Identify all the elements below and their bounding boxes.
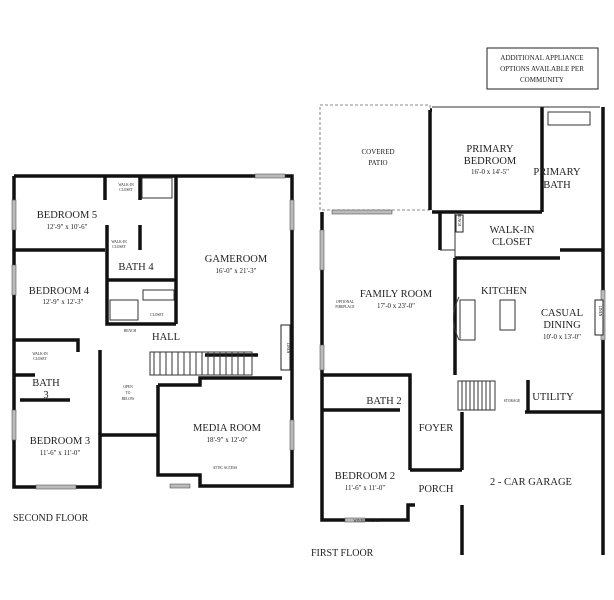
room-label-foyer: FOYER bbox=[419, 423, 453, 434]
room-label-patio: COVERED bbox=[361, 148, 394, 156]
room-label-bedroom5: BEDROOM 5 bbox=[37, 210, 97, 221]
room-label-garage: 2 - CAR GARAGE bbox=[490, 477, 572, 488]
room-dims-bedroom3: 11'-6" x 11'-0" bbox=[40, 449, 81, 457]
room-dims-primary-bedroom: 16'-0 x 14'-5" bbox=[471, 168, 509, 176]
first-floor-title: FIRST FLOOR bbox=[311, 548, 374, 559]
room-label-porch: PORCH bbox=[418, 484, 453, 495]
walkin-label: CLOSET bbox=[112, 245, 126, 249]
storage-label: STORAGE bbox=[504, 399, 521, 403]
room-label-primary-bath: PRIMARY bbox=[533, 167, 581, 178]
room-label-primary-bath: BATH bbox=[543, 180, 571, 191]
room-dims-dining: 10'-0 x 13'-0" bbox=[543, 333, 581, 341]
second-floor-labels: BEDROOM 5 12'-9" x 10'-6" BEDROOM 4 12'-… bbox=[13, 183, 290, 524]
linen-closet bbox=[280, 324, 291, 371]
linen-label: LINEN bbox=[598, 306, 602, 317]
room-label-kitchen: KITCHEN bbox=[481, 286, 527, 297]
walkin-label: CLOSET bbox=[119, 188, 133, 192]
room-label-walkin: WALK-IN bbox=[490, 225, 535, 236]
room-label-family: FAMILY ROOM bbox=[360, 289, 433, 300]
room-label-patio: PATIO bbox=[368, 159, 387, 167]
second-floor-plan bbox=[11, 173, 295, 490]
fireplace-label: OPTIONAL bbox=[336, 300, 354, 304]
appliance-note: ADDITIONAL APPLIANCE OPTIONS AVAILABLE P… bbox=[486, 47, 599, 90]
first-floor-labels: COVERED PATIO PRIMARY BEDROOM 16'-0 x 14… bbox=[311, 144, 602, 559]
room-label-media: MEDIA ROOM bbox=[193, 423, 262, 434]
note-line: COMMUNITY bbox=[520, 76, 564, 84]
room-label-primary-bedroom: PRIMARY bbox=[466, 144, 514, 155]
open-below-label: TO bbox=[126, 391, 131, 395]
room-label-bedroom2: BEDROOM 2 bbox=[335, 471, 395, 482]
walkin-label: WALK-IN bbox=[118, 183, 134, 187]
room-label-bath3: BATH bbox=[32, 378, 60, 389]
room-label-hall: HALL bbox=[152, 332, 180, 343]
window-seat-label: WINDOW SEAT bbox=[353, 519, 379, 523]
bench-label: BENCH bbox=[124, 329, 137, 333]
first-floor-plan bbox=[319, 104, 606, 555]
note-line: ADDITIONAL APPLIANCE bbox=[500, 54, 583, 62]
second-floor-title: SECOND FLOOR bbox=[13, 513, 89, 524]
room-label-bath2: BATH 2 bbox=[366, 396, 401, 407]
room-label-utility: UTILITY bbox=[532, 392, 574, 403]
room-dims-media: 18'-9" x 12'-0" bbox=[207, 436, 248, 444]
walkin-label: WALK-IN bbox=[111, 240, 127, 244]
room-label-bedroom4: BEDROOM 4 bbox=[29, 286, 90, 297]
room-label-bedroom3: BEDROOM 3 bbox=[30, 436, 90, 447]
room-dims-bedroom5: 12'-9" x 10'-6" bbox=[47, 223, 88, 231]
room-label-dining: DINING bbox=[543, 320, 581, 331]
attic-access-label: ATTIC ACCESS bbox=[213, 466, 237, 470]
note-line: OPTIONS AVAILABLE PER bbox=[500, 65, 584, 73]
room-label-bath3: 3 bbox=[43, 390, 48, 401]
open-below-label: OPEN bbox=[123, 385, 133, 389]
room-label-dining: CASUAL bbox=[541, 308, 583, 319]
room-label-primary-bedroom: BEDROOM bbox=[464, 156, 517, 167]
room-dims-family: 17'-0 x 23'-0" bbox=[377, 302, 415, 310]
room-label-bath4: BATH 4 bbox=[118, 262, 154, 273]
closet-label: CLOSET bbox=[150, 313, 164, 317]
bench-label: BENCH bbox=[457, 214, 461, 227]
linen-closet bbox=[594, 299, 604, 336]
walkin-label: WALK-IN bbox=[32, 352, 48, 356]
fireplace-label: FIREPLACE bbox=[335, 305, 355, 309]
open-below-label: BELOW bbox=[122, 397, 135, 401]
room-dims-bedroom2: 11'-6" x 11'-0" bbox=[345, 484, 386, 492]
room-dims-gameroom: 16'-0" x 21'-3" bbox=[216, 267, 257, 275]
room-dims-bedroom4: 12'-9" x 12'-3" bbox=[43, 298, 84, 306]
walkin-label: CLOSET bbox=[33, 357, 47, 361]
linen-label: LINEN bbox=[286, 343, 290, 354]
bench bbox=[455, 214, 464, 233]
room-label-gameroom: GAMEROOM bbox=[205, 254, 268, 265]
room-label-walkin: CLOSET bbox=[492, 237, 532, 248]
